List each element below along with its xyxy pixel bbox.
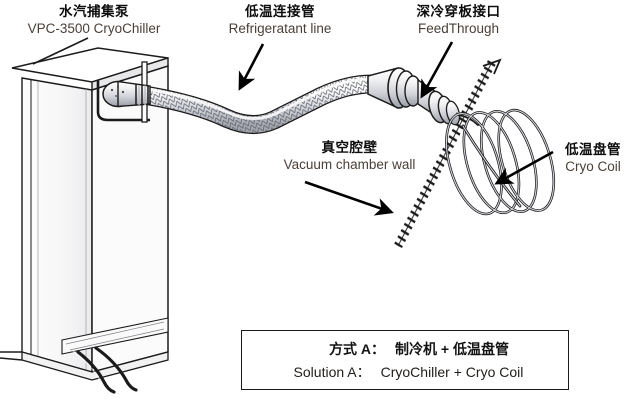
feedthrough-connector [367,67,480,126]
caption-key-cn: 方式 A： [329,340,386,357]
label-refrigerant-line: 低温连接管 Refrigeratant line [200,4,360,36]
label-cryo-coil-en: Cryo Coil [565,158,621,174]
label-refrigerant-line-cn: 低温连接管 [245,4,315,19]
refrigerant-line [102,74,382,134]
caption-row-en: Solution A： CryoChiller + Cryo Coil [287,362,524,382]
label-refrigerant-line-en: Refrigeratant line [228,20,332,36]
label-vacuum-chamber-wall: 真空腔壁 Vacuum chamber wall [272,140,427,172]
leader-line-icon [32,37,89,65]
label-vacuum-chamber-wall-en: Vacuum chamber wall [283,156,416,172]
cryo-coil [445,108,556,216]
arrow-down-icon [420,41,454,99]
caption-value-en: CryoChiller + Cryo Coil [380,363,524,380]
label-vacuum-chamber-wall-cn: 真空腔壁 [321,140,378,155]
label-cryo-coil-cn: 低温盘管 [565,142,621,157]
caption-key-en: Solution A： [293,363,371,380]
caption-value-cn: 制冷机 + 低温盘管 [395,340,509,357]
label-feedthrough-en: FeedThrough [417,20,500,36]
vacuum-chamber-wall [393,58,502,249]
callout-arrows [32,37,554,216]
arrow-down-left-icon [238,43,265,91]
label-feedthrough-cn: 深冷穿板接口 [416,4,501,19]
label-feedthrough: 深冷穿板接口 FeedThrough [386,4,531,36]
label-cryo-coil: 低温盘管 Cryo Coil [553,142,633,174]
caption-row-cn: 方式 A： 制冷机 + 低温盘管 [301,339,509,359]
label-cryochiller-en: VPC-3500 CryoChiller [27,20,161,36]
solution-caption-box: 方式 A： 制冷机 + 低温盘管 Solution A： CryoChiller… [241,330,569,390]
hose-end-fitting [102,80,151,108]
label-cryochiller: 水汽捕集泵 VPC-3500 CryoChiller [4,4,184,36]
label-cryochiller-cn: 水汽捕集泵 [59,4,129,19]
cryochiller-cabinet [0,47,169,394]
arrow-left-icon [494,150,554,185]
arrow-down-right-icon [304,180,394,216]
